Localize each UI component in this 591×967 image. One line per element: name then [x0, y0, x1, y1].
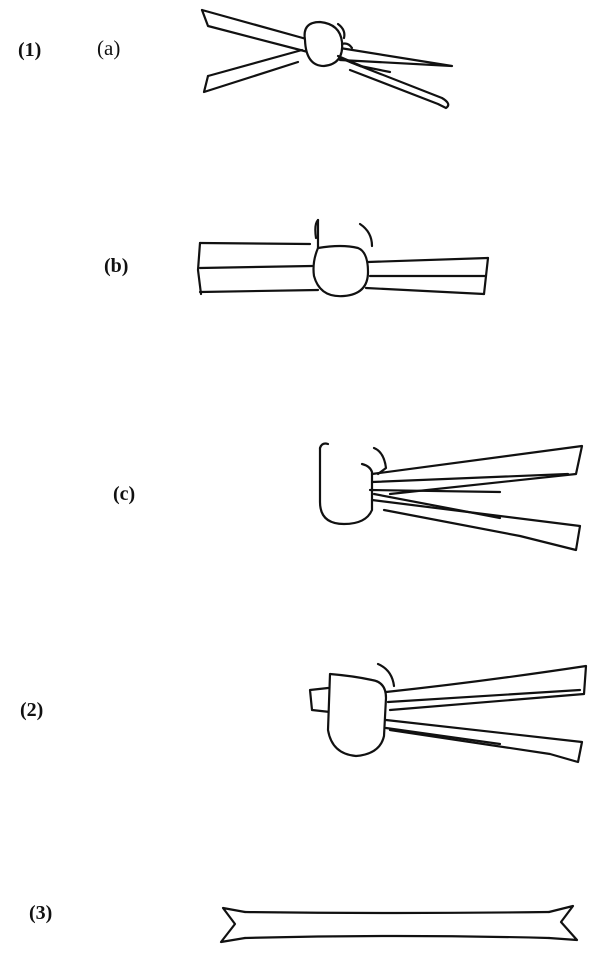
step-3-label: (3) [29, 903, 52, 923]
step-2-label: (2) [20, 700, 43, 720]
sub-a-label: (a) [97, 38, 120, 59]
figure-a-crossed-strips [190, 0, 470, 115]
sub-c-label: (c) [113, 484, 135, 504]
figure-2-strips-with-tab [300, 650, 590, 780]
figure-c-fanned-strips [300, 438, 590, 558]
figure-b-parallel-strips [190, 218, 500, 304]
step-1-label: (1) [18, 40, 41, 60]
figure-3-forked-strip [215, 898, 585, 958]
sub-b-label: (b) [104, 256, 128, 276]
